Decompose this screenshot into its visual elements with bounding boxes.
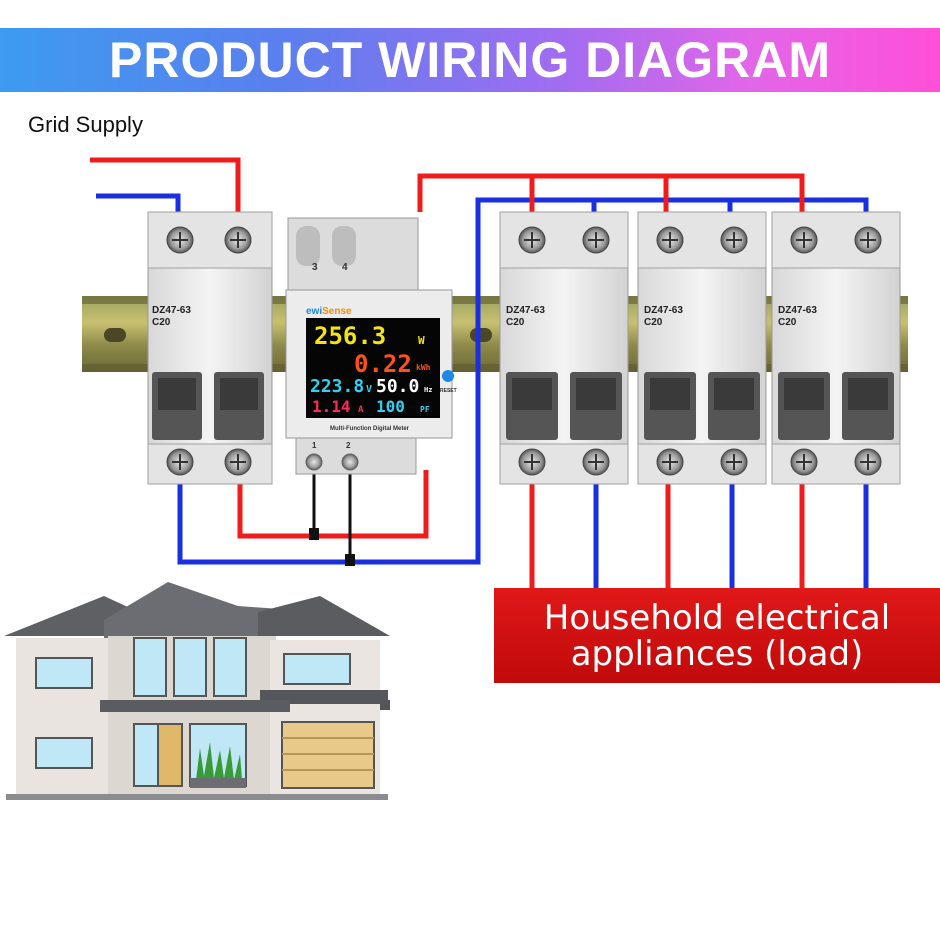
terminal-label-2: 2 <box>346 441 351 450</box>
breaker-model: DZ47-63 <box>152 305 191 316</box>
digital-meter: 3 4 ewiSense 256.3 W 0.22 kWh 223.8 V 50… <box>285 217 457 475</box>
voltage-unit: V <box>366 384 372 395</box>
energy-reading: 0.22 <box>354 350 412 378</box>
power-reading: 256.3 <box>314 322 386 350</box>
breaker-rating: C20 <box>152 317 171 328</box>
load-wires <box>529 480 869 590</box>
power-unit: W <box>418 334 425 347</box>
grid-supply-label: Grid Supply <box>28 112 143 137</box>
reset-button[interactable] <box>442 370 454 382</box>
current-reading: 1.14 <box>312 397 351 416</box>
terminal-label-1: 1 <box>312 441 317 450</box>
meter-caption: Multi-Function Digital Meter <box>330 426 410 432</box>
main-breaker: DZ47-63 C20 <box>147 211 273 485</box>
breaker-rating: C20 <box>644 317 663 328</box>
breaker-model: DZ47-63 <box>506 305 545 316</box>
meter-sense-leads <box>309 470 355 566</box>
breaker-model: DZ47-63 <box>778 305 817 316</box>
terminal-label-4: 4 <box>342 262 348 273</box>
load-label-line2: appliances (load) <box>570 633 864 674</box>
page-title: PRODUCT WIRING DIAGRAM <box>109 32 831 88</box>
energy-unit: kWh <box>416 363 431 372</box>
reset-label: RESET <box>440 388 457 394</box>
terminal-label-3: 3 <box>312 262 318 273</box>
house-illustration <box>4 582 390 800</box>
load-label-line1: Household electrical <box>543 597 891 638</box>
breaker-model: DZ47-63 <box>644 305 683 316</box>
title-banner: PRODUCT WIRING DIAGRAM <box>0 28 940 92</box>
pf-unit: PF <box>420 405 430 414</box>
bus-wires <box>177 173 869 565</box>
current-unit: A <box>358 405 364 415</box>
meter-brand: ewiSense <box>306 306 352 317</box>
frequency-unit: Hz <box>424 386 432 394</box>
breaker-rating: C20 <box>778 317 797 328</box>
breaker-rating: C20 <box>506 317 525 328</box>
grid-supply-wires <box>90 157 241 212</box>
household-load-box: Household electrical appliances (load) <box>494 588 940 683</box>
pf-reading: 100 <box>376 397 405 416</box>
frequency-reading: 50.0 <box>376 376 419 397</box>
voltage-reading: 223.8 <box>310 376 364 397</box>
